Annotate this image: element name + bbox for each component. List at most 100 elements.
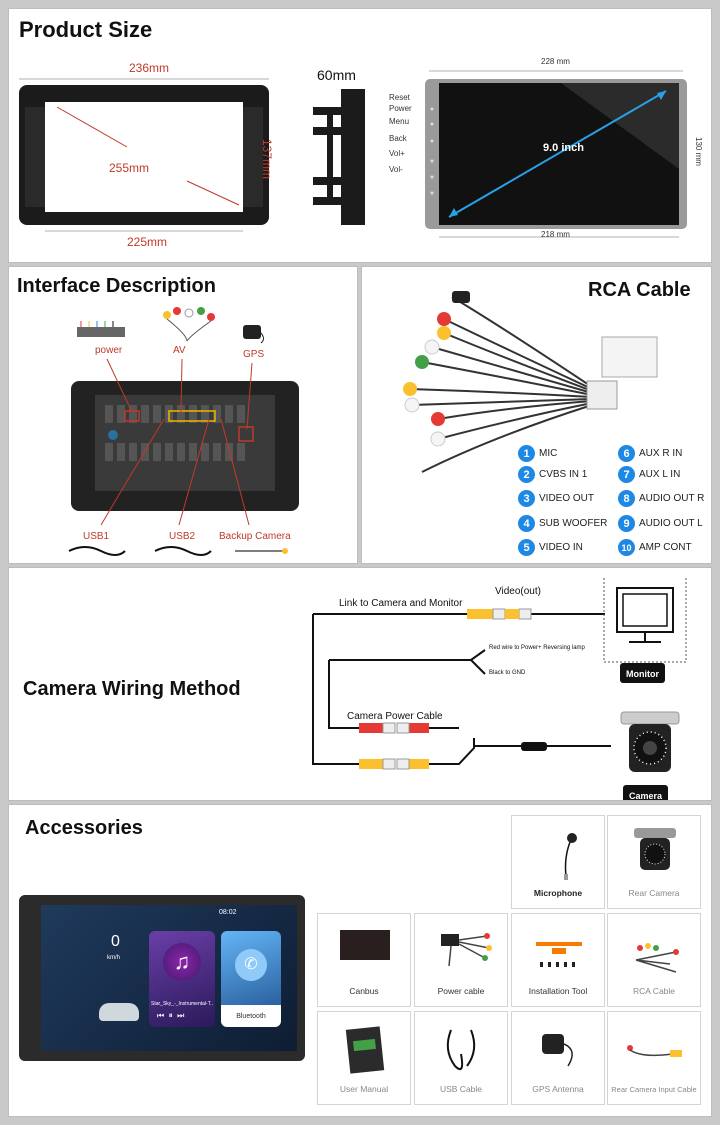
speed-unit: km/h xyxy=(107,955,121,961)
accessory-label-user-manual: User Manual xyxy=(339,1084,389,1094)
accessory-card-user-manual: User Manual xyxy=(317,1011,411,1105)
black-wire-label: Black to GND xyxy=(489,670,526,676)
user-manual-icon xyxy=(345,1026,385,1074)
accessory-label-gps-antenna: GPS Antenna xyxy=(532,1084,584,1094)
label-power: power xyxy=(95,345,123,356)
gps-antenna-accessory-icon xyxy=(542,1034,573,1067)
accessory-card-usb-cable: USB Cable xyxy=(414,1011,508,1105)
head-unit-back-drawing xyxy=(71,381,299,511)
rca-legend-num-10: 10 xyxy=(618,539,635,556)
accessory-label-rear-camera-input: Rear Camera Input Cable xyxy=(611,1085,697,1094)
screen-drawing xyxy=(425,70,687,238)
gps-antenna-icon xyxy=(243,325,264,344)
rca-legend-label-10: AMP CONT xyxy=(639,542,692,553)
side-button-back: Back xyxy=(389,134,407,143)
side-button-menu: Menu xyxy=(389,117,410,126)
accessories-panel: Accessories 08:02 0 km/h ♫ Star_Sky_-_In… xyxy=(8,804,712,1117)
installation-tool-icon xyxy=(536,942,582,967)
rca-legend-num-7: 7 xyxy=(618,466,635,483)
camera-power-cable-label: Camera Power Cable xyxy=(347,711,443,722)
speed-value: 0 xyxy=(111,933,120,950)
product-size-title: Product Size xyxy=(19,17,153,42)
frame-width-top: 236mm xyxy=(129,61,170,75)
media-controls[interactable]: ⏮ ⏸ ⏭ xyxy=(157,1011,185,1020)
usb-cables-icon xyxy=(68,546,288,556)
canbus-icon xyxy=(340,930,390,960)
accessory-card-canbus: Canbus xyxy=(317,913,411,1007)
accessory-label-rear-camera: Rear Camera xyxy=(628,888,680,898)
link-label: Link to Camera and Monitor xyxy=(339,598,463,609)
side-button-reset: Reset xyxy=(389,93,410,102)
frame-diagonal: 255mm xyxy=(109,161,150,175)
rca-legend-num-6: 6 xyxy=(618,445,635,462)
camera-badge: Camera xyxy=(623,785,669,801)
rca-legend-label-9: AUDIO OUT L xyxy=(639,518,703,529)
usb-cable-icon xyxy=(446,1029,476,1070)
bluetooth-card[interactable]: ✆ Bluetooth xyxy=(221,931,281,1027)
rca-legend-num-5: 5 xyxy=(518,539,535,556)
bluetooth-label: Bluetooth xyxy=(236,1013,266,1020)
rca-cable-drawing xyxy=(403,291,658,473)
accessory-label-microphone: Microphone xyxy=(533,888,583,898)
camera-wiring-title: Camera Wiring Method xyxy=(23,678,241,700)
phone-bluetooth-icon: ✆ xyxy=(235,949,267,981)
screen-width-bottom: 218 mm xyxy=(541,230,570,239)
accessory-label-rca-cable: RCA Cable xyxy=(632,986,676,996)
accessory-card-microphone: Microphone xyxy=(511,815,605,909)
accessory-label-canbus: Canbus xyxy=(349,986,379,996)
rca-legend-num-1: 1 xyxy=(518,445,535,462)
rca-legend-num-2: 2 xyxy=(518,466,535,483)
rca-panel: RCA Cable 1 MIC xyxy=(361,266,712,564)
accessory-label-usb-cable: USB Cable xyxy=(439,1084,483,1094)
frame-height: 137mm xyxy=(260,139,274,180)
car-icon xyxy=(99,1003,139,1021)
rca-legend-label-5: VIDEO IN xyxy=(539,542,583,553)
camera-wiring-panel: Camera Wiring Method V xyxy=(8,567,712,801)
frame-width-bottom: 225mm xyxy=(127,235,168,249)
side-button-voldown: Vol- xyxy=(389,165,403,174)
monitor-label: Monitor xyxy=(626,669,659,679)
rca-legend-label-2: CVBS IN 1 xyxy=(539,469,588,480)
side-button-volup: Vol+ xyxy=(389,149,405,158)
label-usb1: USB1 xyxy=(83,531,110,542)
accessory-card-power-cable: Power cable xyxy=(414,913,508,1007)
rca-legend-num-8: 8 xyxy=(618,490,635,507)
microphone-icon xyxy=(564,833,577,880)
screen-diagonal: 9.0 inch xyxy=(543,142,584,154)
label-usb2: USB2 xyxy=(169,531,196,542)
label-av: AV xyxy=(173,345,186,356)
label-gps: GPS xyxy=(243,349,265,360)
camera-wiring-diagram xyxy=(312,578,687,772)
label-backup-camera: Backup Camera xyxy=(219,531,291,542)
head-unit-front: 08:02 0 km/h ♫ Star_Sky_-_Instrumental-T… xyxy=(19,895,305,1061)
rca-legend-label-4: SUB WOOFER xyxy=(539,518,608,529)
music-card[interactable]: ♫ Star_Sky_-_Instrumental-T... ⏮ ⏸ ⏭ xyxy=(149,931,215,1027)
video-out-label: Video(out) xyxy=(495,586,541,597)
rca-legend-label-8: AUDIO OUT R xyxy=(639,493,705,504)
av-harness-icon xyxy=(163,307,215,342)
accessory-card-rear-camera-input: Rear Camera Input Cable xyxy=(607,1011,701,1105)
monitor-badge: Monitor xyxy=(620,663,665,683)
status-time: 08:02 xyxy=(219,909,237,916)
power-cable-icon xyxy=(441,933,492,967)
mounting-frame-drawing xyxy=(19,78,269,232)
accessory-label-installation-tool: Installation Tool xyxy=(528,986,588,996)
rca-cable-icon xyxy=(635,943,679,973)
accessory-card-rear-camera: Rear Camera xyxy=(607,815,701,909)
interface-panel: Interface Description power AV GPS xyxy=(8,266,358,564)
camera-label: Camera xyxy=(629,791,663,801)
rca-title: RCA Cable xyxy=(588,279,691,301)
rca-legend-num-9: 9 xyxy=(618,515,635,532)
rca-legend-label-6: AUX R IN xyxy=(639,448,683,459)
head-unit-screen: 08:02 0 km/h ♫ Star_Sky_-_Instrumental-T… xyxy=(41,905,297,1051)
accessories-title: Accessories xyxy=(25,817,143,839)
music-note-icon: ♫ xyxy=(163,943,201,981)
interface-title: Interface Description xyxy=(17,275,216,297)
product-size-panel: Product Size 236mm 255mm 225mm 137mm 60m… xyxy=(8,8,712,263)
power-harness-icon xyxy=(77,321,125,337)
accessory-label-power-cable: Power cable xyxy=(437,986,485,996)
rca-legend-num-4: 4 xyxy=(518,515,535,532)
rca-legend-num-3: 3 xyxy=(518,490,535,507)
bluetooth-label-box: Bluetooth xyxy=(221,1005,281,1027)
accessory-card-installation-tool: Installation Tool xyxy=(511,913,605,1007)
